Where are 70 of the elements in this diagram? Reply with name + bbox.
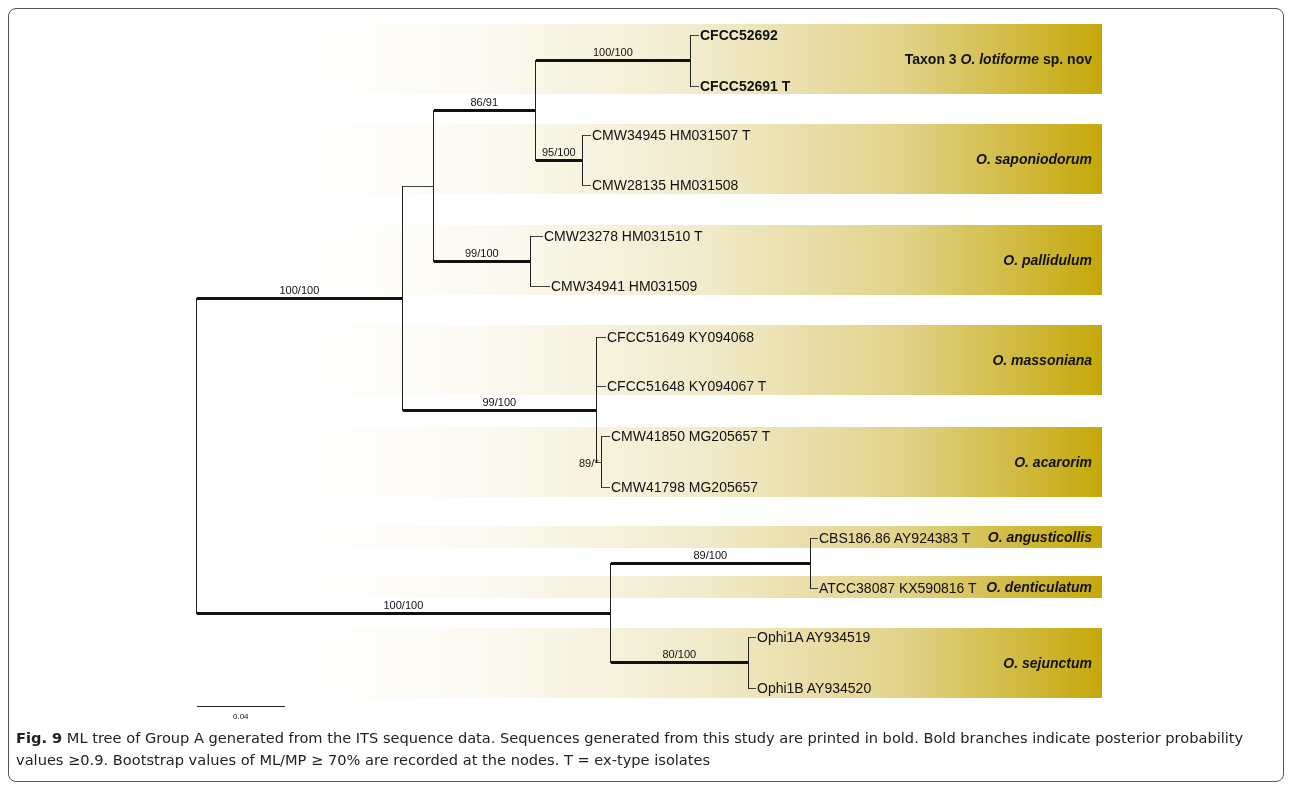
clade-name: O. denticulatum [986, 578, 1092, 596]
vertical-branch-line [530, 236, 531, 287]
tree-branch [596, 337, 607, 338]
support-value: 99/100 [465, 247, 499, 259]
tree-branch [748, 637, 757, 638]
support-value: 89/100 [693, 549, 728, 561]
support-value: 99/100 [482, 396, 517, 408]
sequence-label: CMW34945 HM031507 T [592, 126, 751, 144]
tree-branch [690, 86, 700, 87]
tree-branch [536, 159, 582, 162]
sequence-label: CFCC52692 [700, 26, 778, 44]
vertical-branch-line [810, 538, 811, 589]
clade-name: Taxon 3 O. lotiforme sp. nov [904, 50, 1092, 68]
clade-name: O. pallidulum [1003, 251, 1092, 269]
tree-branch [596, 386, 607, 387]
scale-value: 0.04 [233, 712, 249, 721]
support-value: 80/100 [662, 648, 697, 660]
sequence-label: CBS186.86 AY924383 T [819, 529, 971, 547]
sequence-label: Ophi1B AY934520 [757, 679, 872, 697]
tree-branch [582, 185, 592, 186]
sequence-label: CMW41798 MG205657 [611, 478, 759, 496]
vertical-branch-line [690, 35, 691, 87]
sequence-label: ATCC38087 KX590816 T [819, 579, 977, 597]
tree-branch [748, 688, 757, 689]
tree-branch [530, 236, 544, 237]
sequence-label: CFCC51649 KY094068 [607, 328, 755, 346]
clade-name: O. acarorim [1014, 453, 1092, 471]
tree-branch [403, 409, 596, 412]
sequence-label: CMW23278 HM031510 T [544, 227, 703, 245]
support-value: 89/* [579, 457, 599, 469]
tree-branch [601, 436, 611, 437]
clade-name: O. angusticollis [987, 528, 1092, 546]
support-value: 95/100 [542, 146, 576, 158]
support-value: 100/100 [593, 46, 633, 58]
tree-branch [402, 186, 434, 187]
tree-branch [197, 297, 402, 300]
sequence-label: Ophi1A AY934519 [757, 628, 871, 646]
tree-branch [197, 612, 610, 615]
sequence-label: CFCC51648 KY094067 T [607, 377, 767, 395]
sequence-label: CMW34941 HM031509 [551, 277, 698, 295]
clade-name: O. massoniana [992, 351, 1092, 369]
tree-branch [611, 562, 810, 565]
tree-branch [434, 109, 535, 112]
tree-branch [810, 588, 819, 589]
tree-branch [530, 286, 551, 287]
tree-branch [690, 35, 700, 36]
tree-branch [601, 487, 611, 488]
sequence-label: CFCC52691 T [700, 77, 791, 95]
support-value: 86/91 [470, 96, 499, 108]
sequence-label: CMW41850 MG205657 T [611, 427, 771, 445]
vertical-branch-line [748, 637, 749, 689]
vertical-branch-line [402, 186, 403, 411]
clade-name: O. saponiodorum [976, 150, 1092, 168]
tree-branch [536, 59, 690, 62]
vertical-branch-line [196, 298, 197, 614]
figure-caption: Fig. 9 ML tree of Group A generated from the ITS sequence data. Sequences generated from this study are printed in bold. Bold branches indicate posterior probability values ≥0.9. Bootstrap values of ML/MP ≥ 70% are recorded at the nodes. T = ex-type isolates [16, 728, 1245, 770]
tree-branch [596, 462, 602, 463]
tree-branch [582, 135, 592, 136]
tree-branch [611, 661, 748, 664]
vertical-branch-line [535, 60, 536, 161]
vertical-branch-line [433, 110, 434, 262]
vertical-branch-line [582, 135, 583, 186]
support-value: 100/100 [279, 284, 320, 296]
clade-name: O. sejunctum [1003, 654, 1092, 672]
sequence-label: CMW28135 HM031508 [592, 176, 739, 194]
support-value: 100/100 [383, 599, 424, 611]
tree-branch [434, 260, 530, 263]
vertical-branch-line [601, 436, 602, 488]
vertical-branch-line [610, 563, 611, 663]
tree-branch [810, 538, 819, 539]
